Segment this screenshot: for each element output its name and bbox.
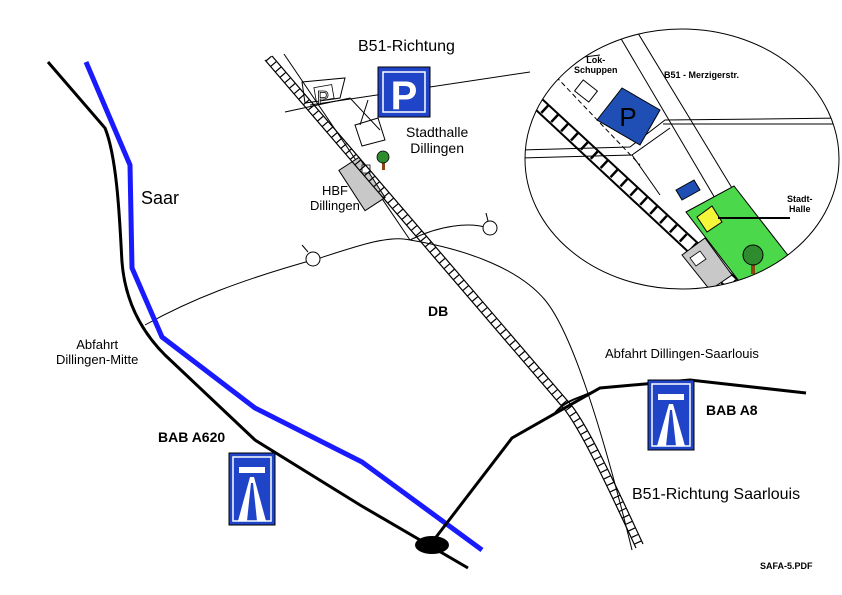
railway-db — [264, 55, 644, 549]
inset-label-stadthalle-text: Stadt- Halle — [787, 194, 813, 215]
detail-inset: P — [524, 28, 840, 290]
label-stadthalle: Stadthalle Dillingen — [406, 124, 468, 156]
road-stadthalle-area — [354, 117, 386, 147]
inset-label-b51-merziger: B51 - Merzigerstr. — [664, 70, 740, 80]
inset-label-lokschuppen: Lok- Schuppen — [574, 55, 618, 76]
road-hall-spur — [359, 99, 369, 126]
label-abfahrt-saarlouis: Abfahrt Dillingen-Saarlouis — [605, 346, 759, 361]
label-b51-saarlouis: B51-Richtung Saarlouis — [632, 486, 801, 503]
road-station-access — [409, 224, 489, 241]
autobahn-connector — [428, 378, 807, 546]
autobahn-a620 — [46, 61, 469, 570]
inset-label-lokschuppen-text: Lok- Schuppen — [574, 55, 618, 76]
label-hbf-text: HBF Dillingen — [310, 183, 360, 213]
roundabout-icon — [482, 220, 498, 236]
interchange-node — [415, 536, 449, 554]
road-b51-north — [283, 53, 411, 241]
label-hbf: HBF Dillingen — [310, 183, 360, 214]
label-file-ref: SAFA-5.PDF — [760, 561, 813, 571]
tree-icon — [376, 150, 390, 170]
inset-parking-letter: P — [619, 102, 636, 132]
label-db: DB — [428, 303, 449, 319]
label-stadthalle-text: Stadthalle Dillingen — [406, 124, 469, 157]
road-station-west — [284, 97, 381, 131]
river-saar — [83, 61, 484, 553]
road-p-area — [301, 77, 346, 104]
autobahn-sign-icon — [647, 379, 695, 451]
parking-sign-letter: P — [391, 74, 418, 118]
label-b51-north: B51-Richtung — [358, 38, 455, 55]
inset-label-stadthalle: Stadt- Halle — [787, 194, 813, 215]
label-abfahrt-mitte: Abfahrt Dillingen-Mitte — [56, 337, 139, 368]
label-abfahrt-mitte-text: Abfahrt Dillingen-Mitte — [56, 337, 139, 367]
road-west-link — [144, 238, 411, 326]
roundabout-icon — [305, 251, 321, 267]
label-saar: Saar — [141, 188, 180, 208]
parking-small-letter: P — [317, 88, 329, 108]
parking-sign-icon: P — [377, 66, 431, 118]
autobahn-ramp — [554, 391, 593, 414]
label-bab-a620: BAB A620 — [158, 429, 226, 445]
parking-small-icon: P — [313, 84, 335, 108]
station-building — [338, 156, 386, 212]
road-b51-south — [409, 239, 633, 551]
label-bab-a8: BAB A8 — [706, 402, 758, 418]
roundabouts — [301, 212, 498, 267]
autobahn-sign-icon — [228, 452, 276, 526]
